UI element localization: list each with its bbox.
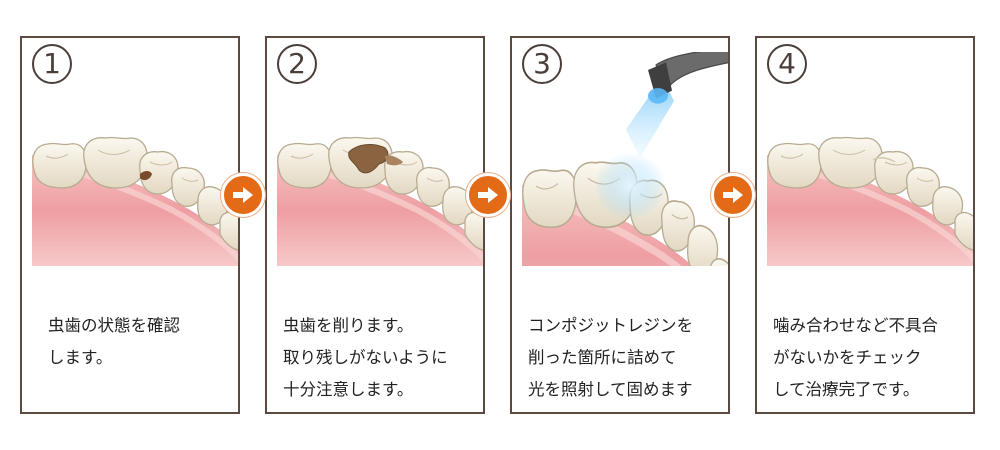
arrow-right-icon: [233, 187, 253, 203]
next-step-arrow-1: [221, 173, 265, 217]
cavity-edge: [385, 155, 403, 166]
step-3-line-1: コンポジットレジンを: [528, 316, 693, 335]
step-4-line-1: 噛み合わせなど不具合: [773, 316, 938, 335]
tooth-illustration-decay: [32, 100, 240, 266]
step-4-line-3: して治療完了です。: [773, 380, 920, 399]
step-number-1: 1: [32, 44, 72, 84]
step-number-3: 3: [522, 44, 562, 84]
step-panel-4: 4 噛み合わせなど不具合 がないかをチェック して治療完了です。: [755, 36, 975, 414]
step-description-2: 虫歯を削ります。 取り残しがないように 十分注意します。: [283, 310, 477, 406]
step-3-line-3: 光を照射して固めます: [528, 380, 693, 399]
step-2-line-3: 十分注意します。: [283, 380, 414, 399]
step-panel-2: 2 虫歯を削ります。 取り残しがないように 十分注意します。: [265, 36, 485, 414]
step-2-line-1: 虫歯を削ります。: [283, 316, 414, 335]
next-step-arrow-2: [466, 173, 510, 217]
step-2-line-2: 取り残しがないように: [283, 348, 448, 367]
step-number-2: 2: [277, 44, 317, 84]
step-panel-3: 3 コンポジットレジンを 削った箇所に詰めて 光を照射して固めます: [510, 36, 730, 414]
decay-spot: [140, 171, 152, 181]
curing-glow: [594, 152, 666, 220]
tooth-illustration-complete: [767, 100, 975, 266]
step-4-line-2: がないかをチェック: [773, 348, 922, 367]
step-description-4: 噛み合わせなど不具合 がないかをチェック して治療完了です。: [773, 310, 967, 406]
tooth-illustration-curing: [522, 52, 728, 266]
light-source: [648, 88, 668, 104]
tooth-illustration-drilled: [277, 100, 485, 266]
filled-restoration: [872, 157, 896, 163]
drilled-cavity: [348, 144, 389, 174]
curing-light-handpiece: [655, 52, 728, 92]
step-description-1: 虫歯の状態を確認 します。: [48, 310, 238, 374]
step-3-line-2: 削った箇所に詰めて: [528, 348, 677, 367]
step-1-line-1: 虫歯の状態を確認: [48, 316, 180, 335]
next-step-arrow-3: [711, 173, 755, 217]
step-1-line-2: します。: [48, 348, 113, 367]
step-description-3: コンポジットレジンを 削った箇所に詰めて 光を照射して固めます: [528, 310, 722, 406]
arrow-right-icon: [478, 187, 498, 203]
step-panel-1: 1 虫歯の状態を確認 します。: [20, 36, 240, 414]
step-number-4: 4: [767, 44, 807, 84]
arrow-right-icon: [723, 187, 743, 203]
